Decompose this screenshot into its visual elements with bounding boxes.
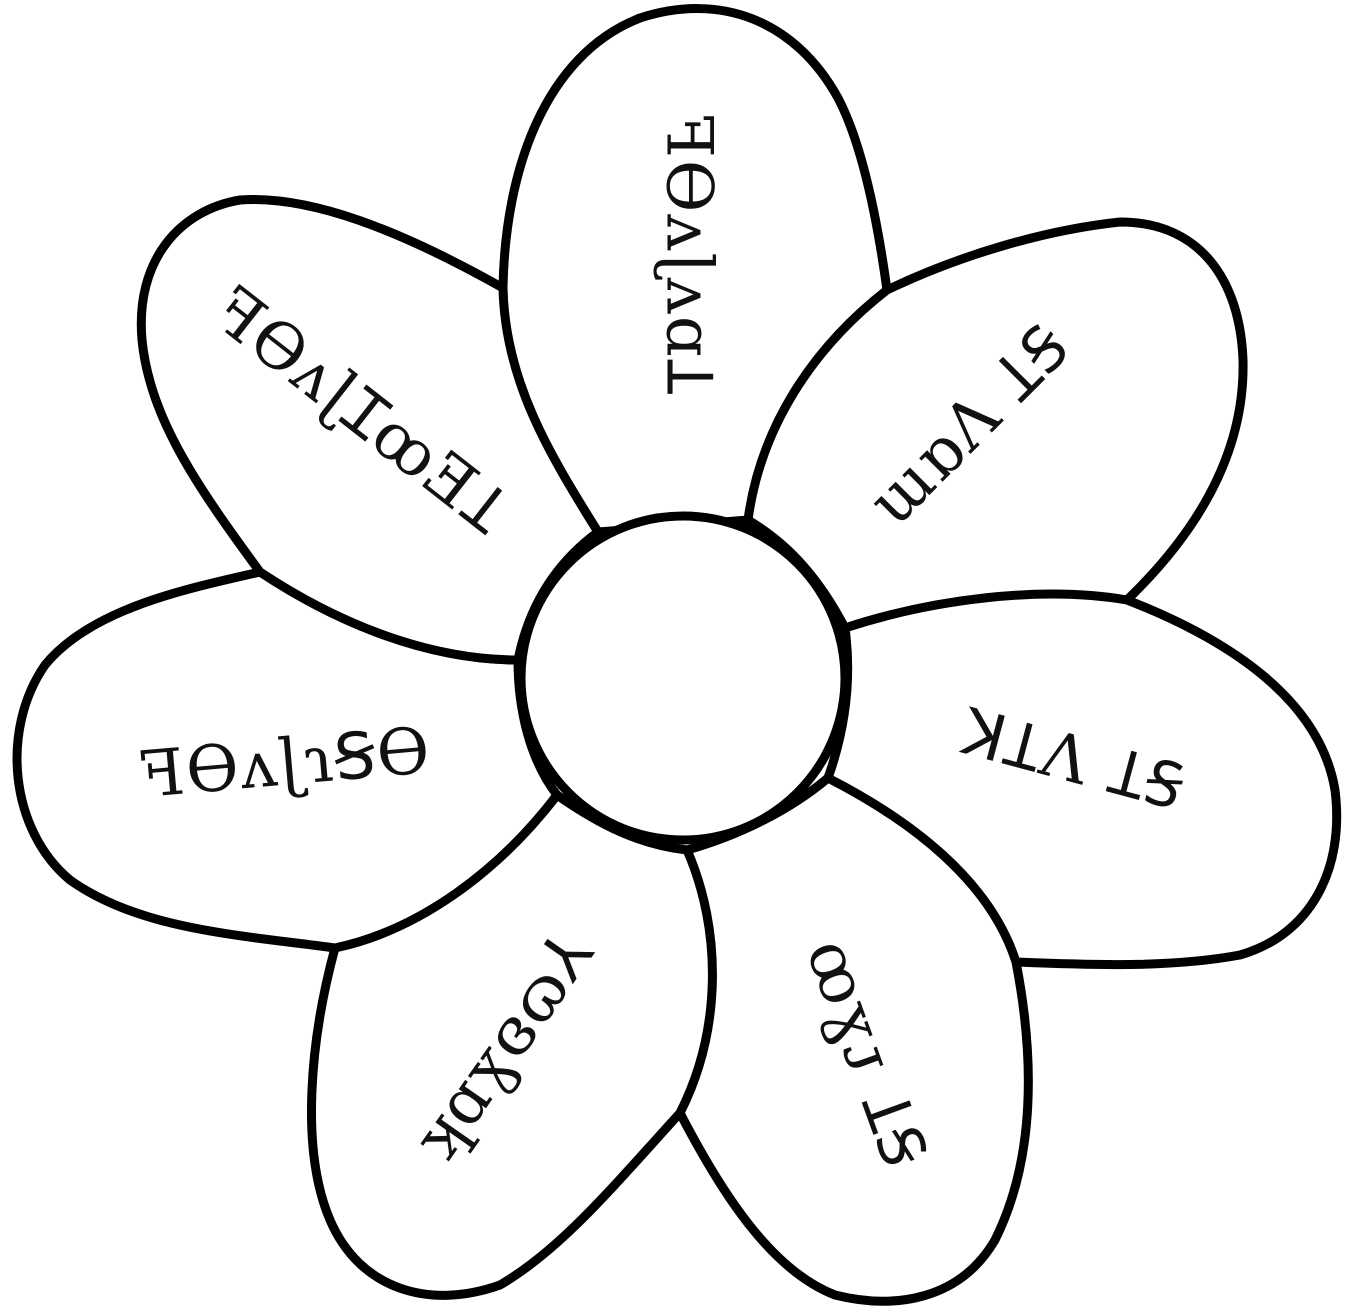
flower-center — [521, 516, 845, 840]
petal-top-label: ꟻƟʌɭʌɑꞱ — [652, 114, 726, 397]
center-disc — [521, 516, 845, 840]
